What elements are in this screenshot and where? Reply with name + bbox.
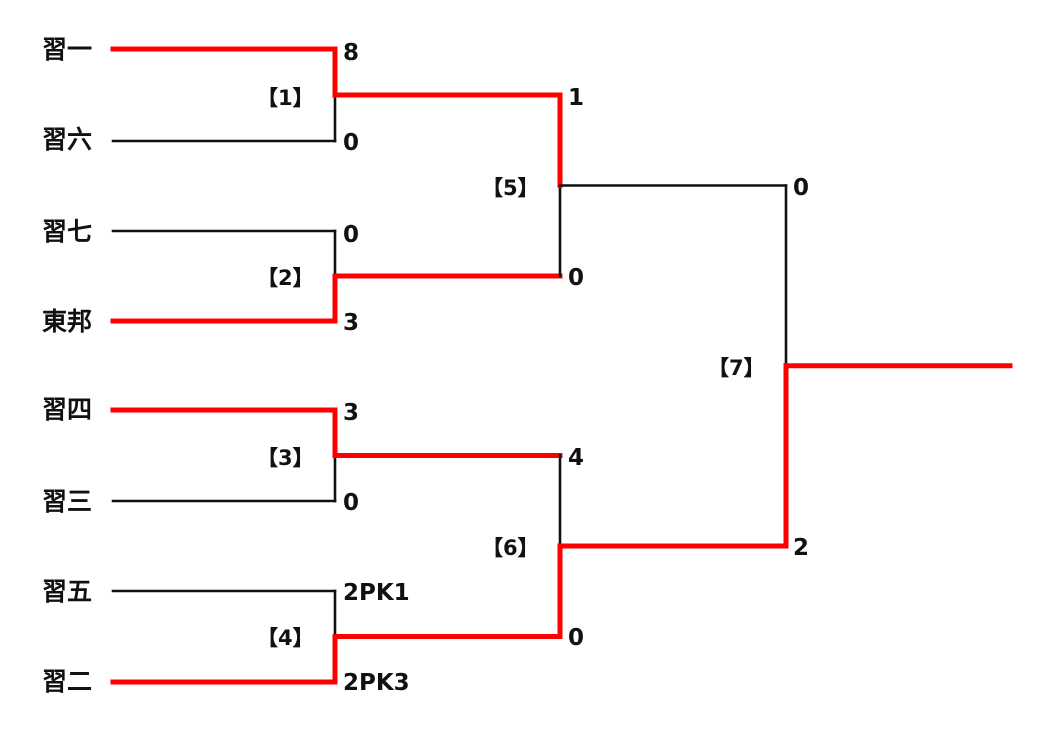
team-name-2: 習六 (42, 125, 92, 154)
semifinal-score-5-top: 1 (568, 85, 584, 111)
team-score-5: 3 (343, 400, 359, 426)
match-label-2: 【2】 (257, 266, 314, 290)
team-name-6: 習三 (42, 487, 92, 516)
team-score-1: 8 (343, 40, 359, 66)
semifinal-score-5-bottom: 0 (568, 265, 584, 291)
bracket-lines (110, 46, 1013, 685)
team-name-8: 習二 (42, 667, 92, 696)
semifinal-score-6-bottom: 0 (568, 625, 584, 651)
match-label-5: 【5】 (482, 176, 539, 200)
team-name-4: 東邦 (42, 307, 92, 336)
semifinal-score-6-top: 4 (568, 445, 584, 471)
team-name-1: 習一 (42, 35, 92, 64)
team-score-4: 3 (343, 310, 359, 336)
match-label-1: 【1】 (257, 86, 314, 110)
team-score-8: 2PK3 (343, 670, 410, 696)
team-score-3: 0 (343, 222, 359, 248)
final-score-top: 0 (793, 175, 809, 201)
team-name-5: 習四 (42, 395, 92, 424)
team-score-2: 0 (343, 130, 359, 156)
team-name-3: 習七 (42, 217, 92, 246)
match-label-7: 【7】 (708, 356, 765, 380)
final-score-bottom: 2 (793, 535, 809, 561)
match-label-6: 【6】 (482, 536, 539, 560)
match-label-4: 【4】 (257, 626, 314, 650)
team-name-7: 習五 (42, 577, 92, 606)
team-score-6: 0 (343, 490, 359, 516)
team-score-7: 2PK1 (343, 580, 410, 606)
match-label-3: 【3】 (257, 446, 314, 470)
